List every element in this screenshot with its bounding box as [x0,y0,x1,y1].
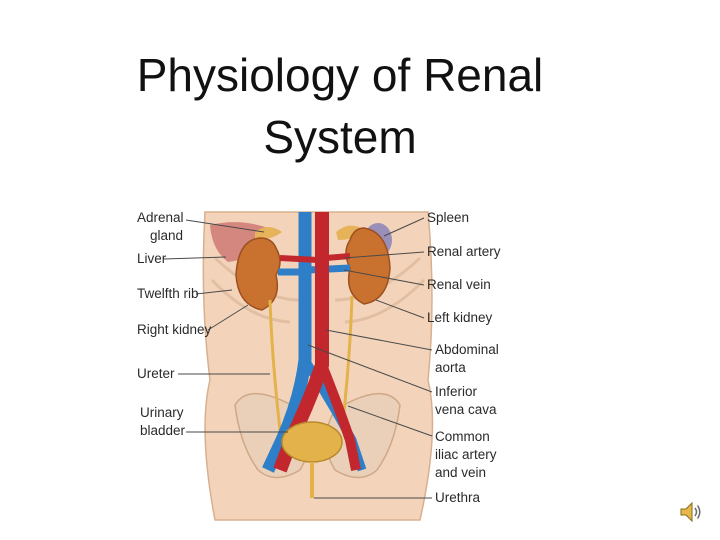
label-inferior: Inferior [435,384,478,399]
label-iliac-artery: iliac artery [435,447,497,462]
label-ureter: Ureter [137,366,175,381]
left-kidney [345,227,391,305]
leader-adrenal [185,219,265,233]
label-renal-vein: Renal vein [427,277,491,292]
label-bladder: bladder [140,423,186,438]
label-adrenal: Adrenal [137,210,184,225]
leader-iliac [347,405,433,437]
leader-liver [163,256,227,260]
label-right-kidney: Right kidney [137,322,212,337]
label-twelfth-rib: Twelfth rib [137,286,199,301]
title-line-2: System [263,111,417,163]
label-urethra: Urethra [435,490,481,505]
left-iliac-artery [317,363,361,471]
speaker-icon-glyph [680,501,701,523]
speaker-icon[interactable] [678,500,704,524]
label-abdominal: Abdominal [435,342,499,357]
leader-spleen [383,217,425,237]
label-and-vein: and vein [435,465,486,480]
right-ureter [268,299,282,431]
label-left-kidney: Left kidney [427,310,493,325]
label-gland: gland [150,228,183,243]
label-urinary: Urinary [140,405,184,420]
leader-aorta [325,329,433,351]
adrenal-gland-right [255,227,282,240]
label-liver: Liver [137,251,167,266]
leader-right-kidney [207,304,249,331]
label-common: Common [435,429,490,444]
label-vena-cava: vena cava [435,402,497,417]
leader-renal-artery [343,251,425,259]
leader-vena-cava [307,344,433,393]
title-line-1: Physiology of Renal [136,49,544,101]
slide-title: Physiology of Renal System [60,44,620,168]
urinary-bladder [281,421,343,463]
label-spleen: Spleen [427,210,469,225]
label-renal-artery: Renal artery [427,244,501,259]
leader-twelfth-rib [195,289,233,295]
renal-artery-right [279,255,319,263]
renal-artery-left [325,253,351,261]
label-aorta: aorta [435,360,466,375]
right-kidney [235,237,281,311]
leader-left-kidney [375,299,425,319]
leader-renal-vein [343,269,425,286]
